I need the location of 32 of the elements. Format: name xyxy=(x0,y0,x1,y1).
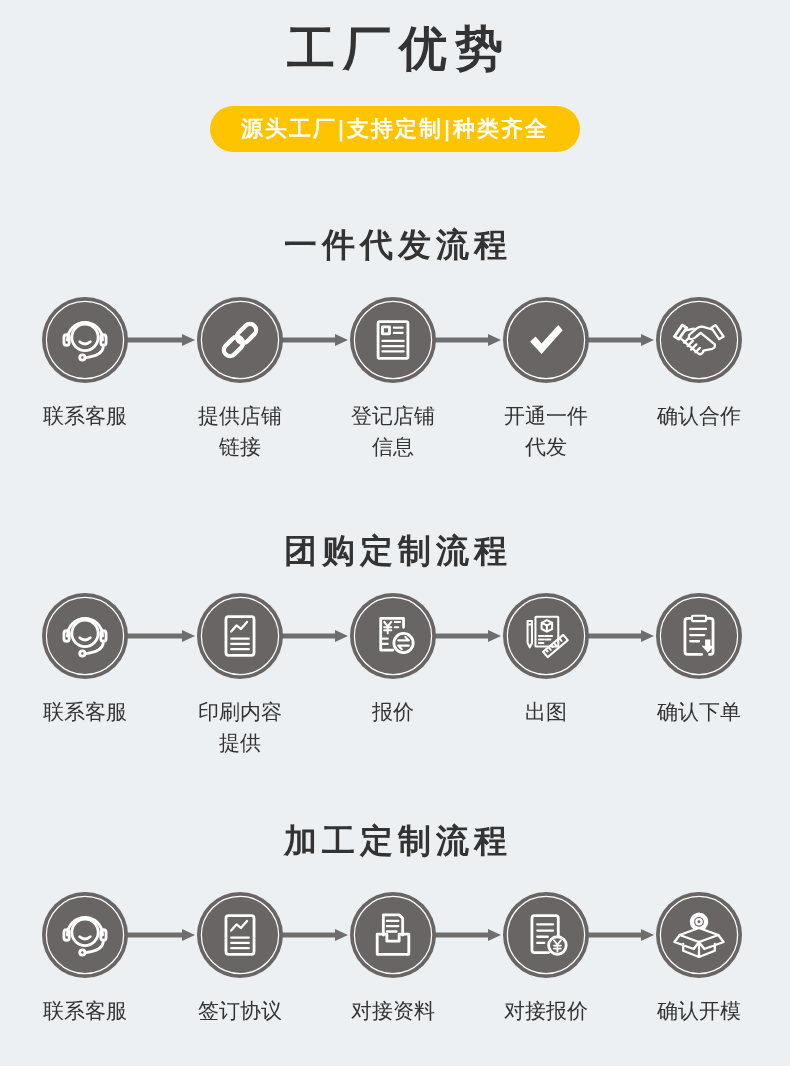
step-label: 签订协议 xyxy=(197,998,283,1025)
arrow xyxy=(588,334,654,346)
arrow xyxy=(282,334,348,346)
step-label: 对接资料 xyxy=(350,998,436,1025)
step-label: 出图 xyxy=(524,699,568,726)
step-label: 报价 xyxy=(371,699,415,726)
arrow xyxy=(127,334,195,346)
arrow xyxy=(588,929,654,941)
arrow xyxy=(127,630,195,642)
section-heading: 加工定制流程 xyxy=(282,820,512,862)
step-label: 确认开模 xyxy=(656,998,742,1025)
step-label: 联系客服 xyxy=(42,699,128,726)
step-label: 确认合作 xyxy=(656,403,742,430)
step-label: 联系客服 xyxy=(42,998,128,1025)
step-label: 确认下单 xyxy=(656,699,742,726)
section-heading: 团购定制流程 xyxy=(282,530,512,572)
arrow xyxy=(435,630,501,642)
section-heading: 一件代发流程 xyxy=(282,224,512,266)
step-label: 对接报价 xyxy=(503,998,589,1025)
arrow xyxy=(282,630,348,642)
tagline-banner: 源头工厂|支持定制|种类齐全 xyxy=(210,106,580,152)
step-label: 登记店铺信息 xyxy=(350,403,436,461)
arrow xyxy=(435,929,501,941)
arrow xyxy=(127,929,195,941)
arrow xyxy=(588,630,654,642)
step-label: 提供店铺链接 xyxy=(197,403,283,461)
step-label: 联系客服 xyxy=(42,403,128,430)
title: 工厂优势 xyxy=(286,19,511,78)
arrow xyxy=(282,929,348,941)
step-label: 开通一件代发 xyxy=(503,403,589,461)
step-label: 印刷内容提供 xyxy=(197,699,283,757)
arrow xyxy=(435,334,501,346)
